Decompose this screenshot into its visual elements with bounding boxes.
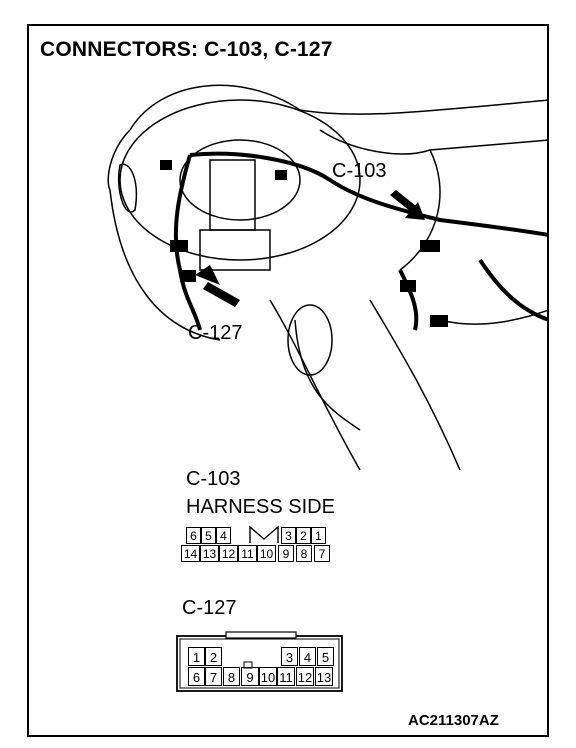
c127-pin: 4 [299, 647, 316, 666]
c103-pin: 14 [181, 545, 200, 562]
c103-pin: 12 [219, 545, 238, 562]
c127-pin: 9 [241, 667, 259, 686]
c127-pin: 1 [188, 647, 205, 666]
c103-pin: 4 [216, 527, 231, 544]
c127-label: C-127 [182, 597, 237, 619]
c127-pin: 2 [205, 647, 222, 666]
callout-c127: C-127 [188, 322, 243, 344]
c103-pin: 9 [278, 545, 294, 562]
c127-pin: 7 [205, 667, 222, 686]
c127-pin: 5 [317, 647, 334, 666]
c103-pin: 1 [311, 527, 326, 544]
c103-pin: 13 [200, 545, 219, 562]
c127-pin: 13 [315, 667, 333, 686]
c127-pin: 12 [296, 667, 314, 686]
c103-pin: 8 [296, 545, 312, 562]
c127-pin: 3 [281, 647, 298, 666]
c103-pin: 7 [314, 545, 330, 562]
dashboard-illustration [107, 84, 549, 470]
callout-c103: C-103 [332, 160, 387, 182]
c103-label: C-103 [186, 468, 241, 490]
c103-pin: 3 [281, 527, 296, 544]
c103-pin: 11 [238, 545, 257, 562]
c103-key-notch [249, 525, 279, 543]
c103-pin: 5 [201, 527, 216, 544]
c127-pin: 10 [259, 667, 277, 686]
c103-pin: 10 [257, 545, 276, 562]
c127-pin: 6 [188, 667, 205, 686]
c103-pin: 2 [296, 527, 311, 544]
c103-pin: 6 [186, 527, 201, 544]
c103-harness-side: HARNESS SIDE [186, 496, 335, 518]
figure-reference-code: AC211307AZ [408, 712, 499, 729]
figure-title: CONNECTORS: C-103, C-127 [40, 38, 333, 61]
c127-housing [176, 631, 343, 692]
figure-frame [27, 24, 549, 737]
c127-pin: 11 [277, 667, 295, 686]
c127-pin: 8 [223, 667, 240, 686]
